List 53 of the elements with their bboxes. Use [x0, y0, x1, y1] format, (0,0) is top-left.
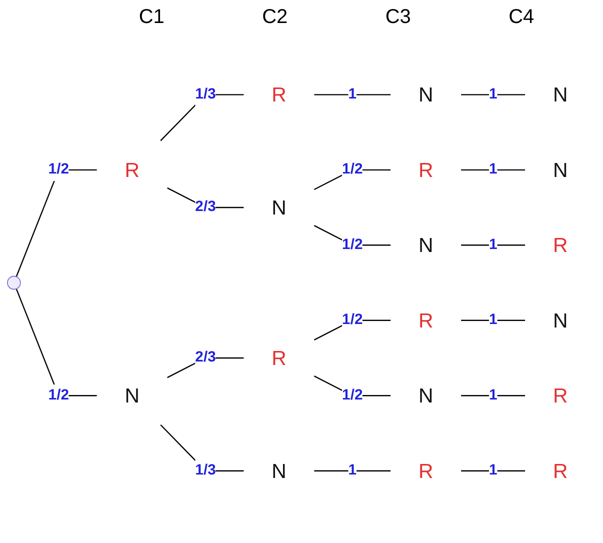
node-text: R — [552, 384, 568, 407]
connector — [314, 94, 391, 96]
column-header: C2 — [262, 6, 288, 30]
edge-label: 1/2 — [342, 161, 363, 178]
node-text: N — [272, 458, 286, 482]
node-text: N — [124, 384, 140, 407]
node-text: N — [552, 308, 568, 332]
connector — [16, 288, 97, 396]
edge-label: 1 — [488, 236, 498, 252]
node-text: R — [418, 158, 434, 182]
connector — [461, 394, 526, 396]
node-text: R — [418, 458, 434, 482]
node-text: R — [272, 82, 286, 106]
edge-label: 1/2 — [48, 386, 69, 403]
connector — [461, 320, 526, 321]
edge-label: 1/3 — [195, 462, 216, 478]
edge-label: 1 — [488, 462, 498, 478]
edge-label: 1 — [488, 386, 498, 403]
edge-label: 2/3 — [195, 349, 216, 366]
edge-label: 1 — [488, 86, 498, 102]
node-text: N — [418, 384, 434, 407]
edge-label: 1 — [348, 462, 357, 478]
column-header: C1 — [138, 6, 164, 30]
connector — [461, 470, 526, 472]
connector — [160, 424, 244, 472]
edge-label: 1/2 — [342, 312, 363, 328]
connector — [461, 244, 526, 246]
node-text: N — [552, 82, 568, 106]
node-text: R — [272, 346, 286, 370]
connector — [160, 94, 244, 141]
node-text: N — [272, 196, 286, 219]
edge-label: 1 — [348, 86, 357, 102]
edge-label: 1/3 — [195, 86, 216, 102]
connector — [461, 94, 526, 96]
node-text: R — [124, 158, 140, 182]
edge-label: 1/2 — [342, 386, 363, 403]
node-text: R — [418, 308, 434, 332]
edge-label: 1 — [488, 312, 498, 328]
connector — [314, 470, 391, 472]
connector — [16, 169, 97, 277]
edge-label: 1/2 — [342, 236, 363, 252]
edge-label: 2/3 — [195, 198, 216, 215]
column-header: C4 — [508, 6, 534, 30]
connector — [461, 169, 526, 170]
node-text: N — [418, 233, 434, 256]
edge-label: 1/2 — [48, 161, 69, 178]
node-text: N — [552, 158, 568, 182]
column-header: C3 — [385, 6, 411, 30]
node-point — [6, 276, 21, 290]
node-text: R — [552, 458, 568, 482]
node-text: R — [552, 233, 568, 256]
node-text: N — [418, 82, 434, 106]
edge-label: 1 — [488, 161, 498, 178]
